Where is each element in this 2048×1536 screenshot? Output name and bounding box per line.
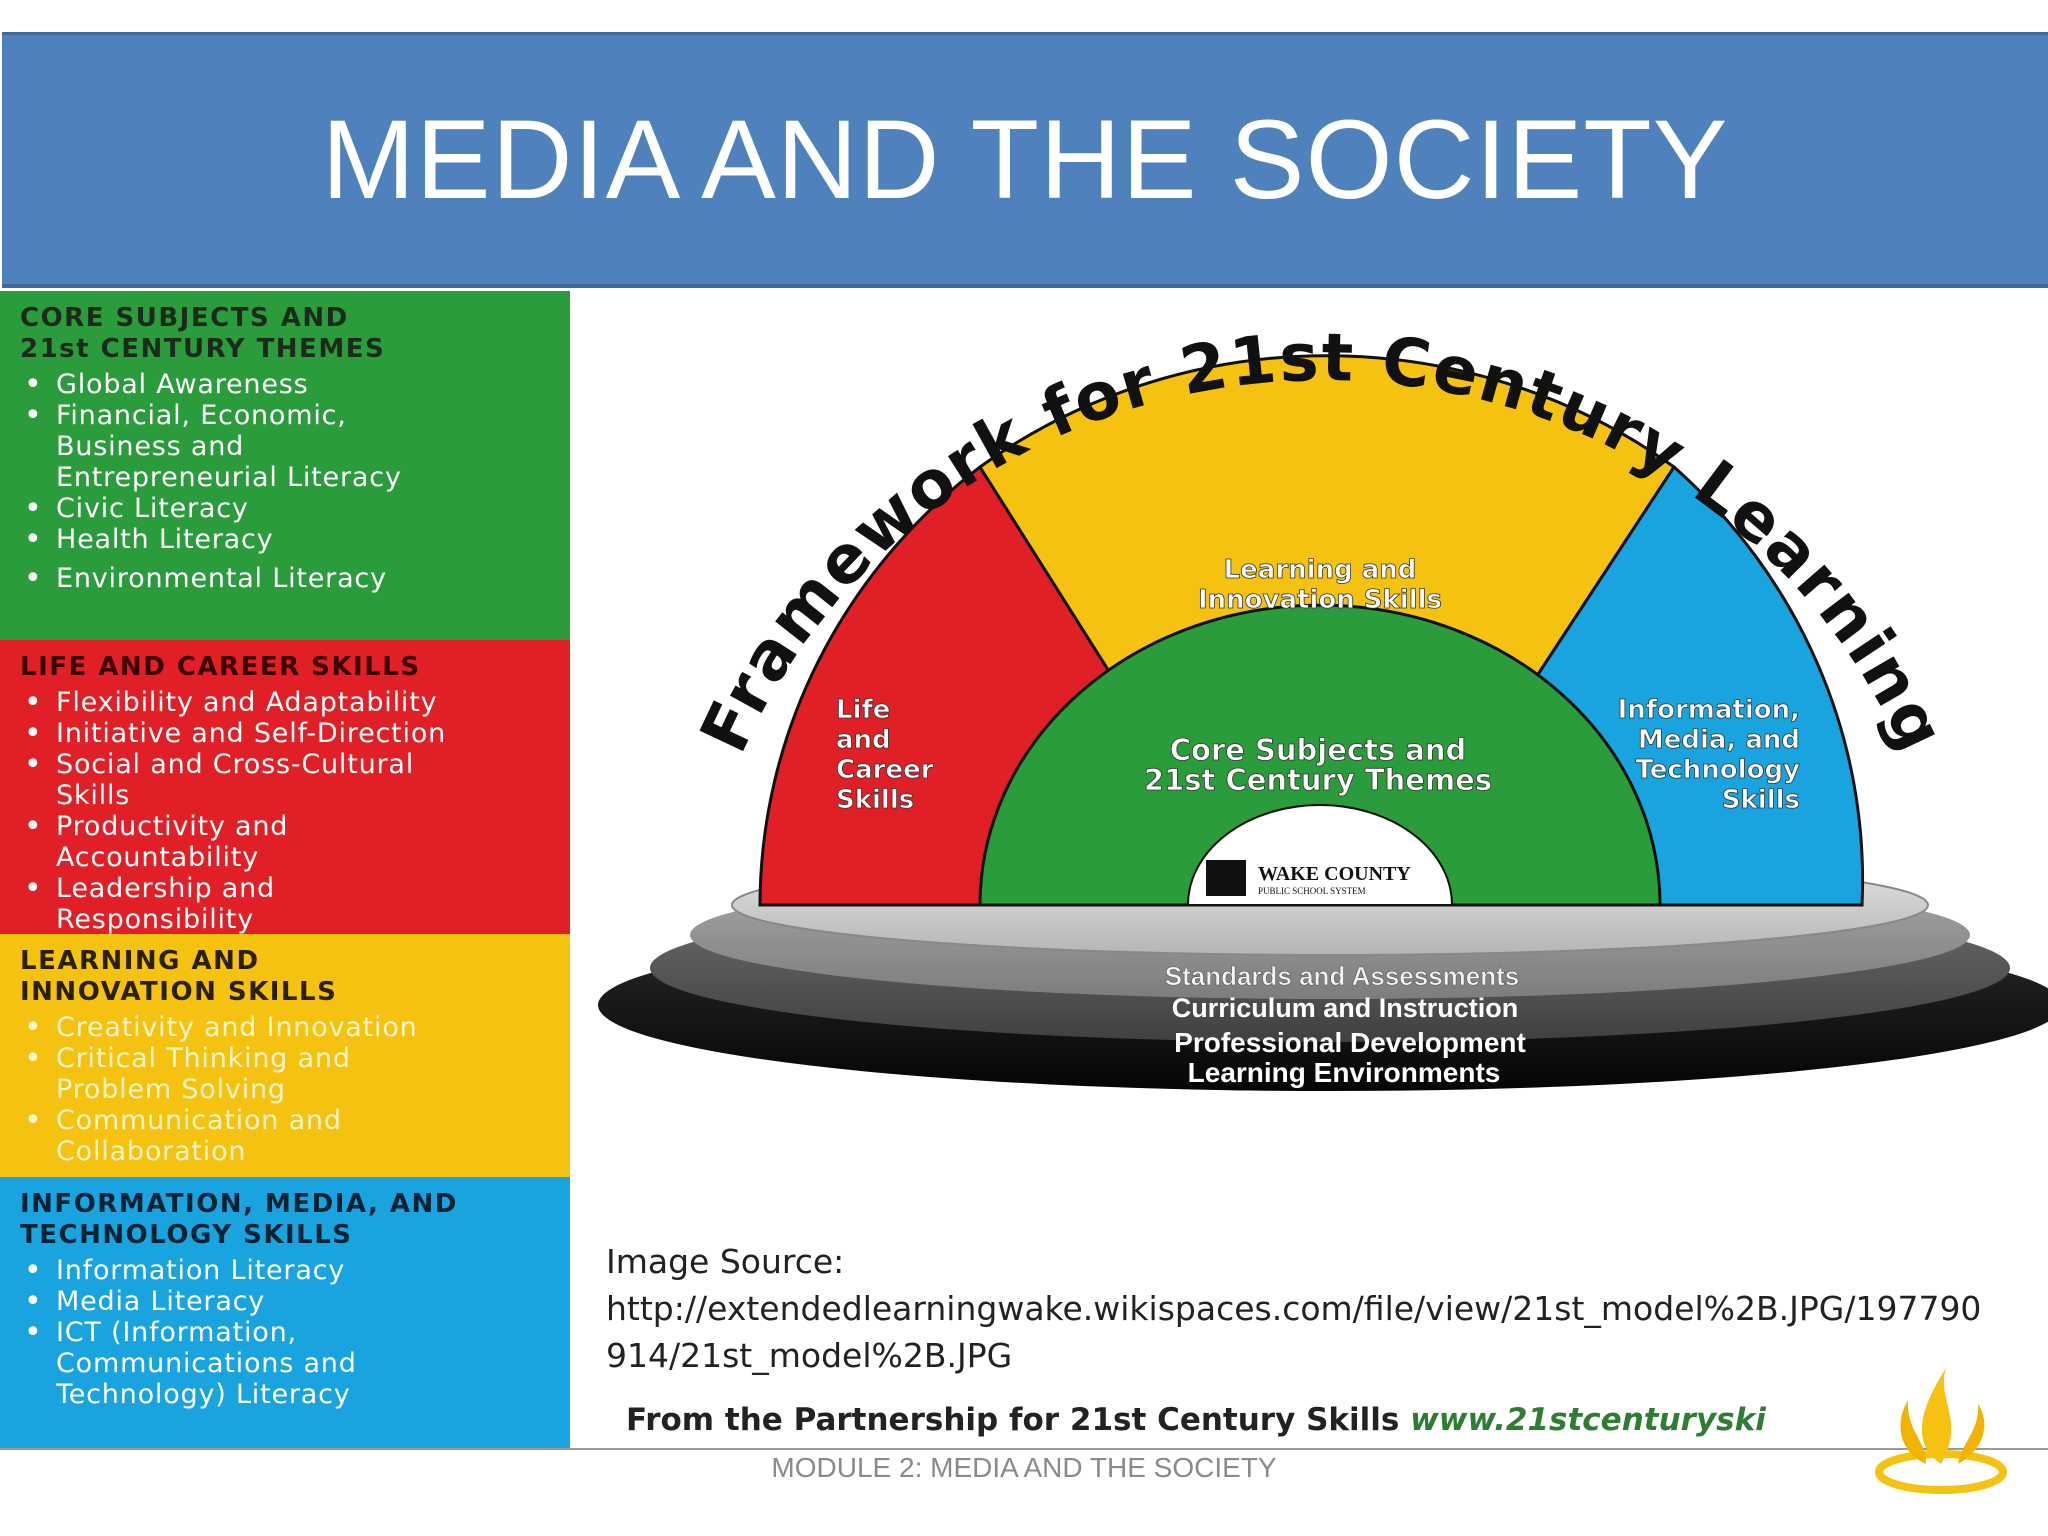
slide-title: MEDIA AND THE SOCIETY bbox=[321, 97, 1729, 222]
list-item: Critical Thinking and Problem Solving bbox=[20, 1043, 552, 1105]
label-life-line-3: Career bbox=[836, 755, 934, 785]
panel-heading: LIFE AND CAREER SKILLS bbox=[20, 652, 421, 682]
label-info-line-2: Media, and bbox=[1638, 725, 1800, 755]
list-item: Creativity and Innovation bbox=[20, 1012, 552, 1043]
support-standards: Standards and Assessments bbox=[1165, 961, 1520, 991]
label-info-line-3: Technology bbox=[1635, 755, 1800, 785]
list-item: Health Literacy bbox=[20, 524, 552, 555]
label-core-line-2: 21st Century Themes bbox=[1144, 763, 1492, 797]
list-item: Financial, Economic, Business and Entrep… bbox=[20, 400, 552, 493]
support-professional: Professional Development bbox=[1174, 1027, 1526, 1058]
wake-county-logo-icon bbox=[1206, 860, 1246, 896]
logo-dome bbox=[1186, 804, 1454, 906]
flame-logo-icon bbox=[1875, 1368, 2007, 1494]
label-learning-line-1: Learning and bbox=[1224, 555, 1417, 585]
framework-diagram: WAKE COUNTY PUBLIC SCHOOL SYSTEM Life an… bbox=[598, 319, 2048, 1091]
panel-heading: INFORMATION, MEDIA, AND TECHNOLOGY SKILL… bbox=[20, 1189, 458, 1250]
panel-heading: CORE SUBJECTS AND 21st CENTURY THEMES bbox=[20, 303, 386, 364]
credit-site: www.21stcenturyski bbox=[1410, 1402, 1766, 1438]
list-item: Initiative and Self-Direction bbox=[20, 718, 552, 749]
label-info-line-4: Skills bbox=[1722, 785, 1800, 815]
credit-line: From the Partnership for 21st Century Sk… bbox=[626, 1402, 1876, 1438]
title-bar: MEDIA AND THE SOCIETY bbox=[2, 32, 2048, 288]
list-item: Social and Cross-Cultural Skills bbox=[20, 749, 552, 811]
slide-footer: MODULE 2: MEDIA AND THE SOCIETY bbox=[771, 1452, 1277, 1483]
footer-divider bbox=[0, 1448, 2048, 1450]
skills-column: CORE SUBJECTS AND 21st CENTURY THEMES Gl… bbox=[0, 291, 570, 1448]
label-life-line-1: Life bbox=[836, 695, 890, 725]
label-core-line-1: Core Subjects and bbox=[1170, 733, 1467, 767]
panel-list: Information Literacy Media Literacy ICT … bbox=[20, 1255, 552, 1410]
list-item: Communication and Collaboration bbox=[20, 1105, 552, 1167]
panel-core-subjects: CORE SUBJECTS AND 21st CENTURY THEMES Gl… bbox=[0, 291, 570, 640]
source-url: http://extendedlearningwake.wikispaces.c… bbox=[606, 1289, 1982, 1375]
support-environments: Learning Environments bbox=[1188, 1057, 1501, 1088]
logo-name: WAKE COUNTY bbox=[1258, 863, 1411, 885]
segment-core-subjects bbox=[978, 603, 1662, 907]
image-source: Image Source: http://extendedlearningwak… bbox=[606, 1238, 1996, 1379]
list-item: Civic Literacy bbox=[20, 493, 552, 524]
credit-prefix: From the Partnership for 21st Century Sk… bbox=[626, 1402, 1411, 1438]
label-info-line-1: Information, bbox=[1618, 695, 1800, 725]
panel-list: Creativity and Innovation Critical Think… bbox=[20, 1012, 552, 1167]
list-item: Leadership and Responsibility bbox=[20, 873, 552, 935]
label-life-line-4: Skills bbox=[836, 785, 914, 815]
source-label: Image Source: bbox=[606, 1242, 845, 1281]
list-item: Environmental Literacy bbox=[20, 563, 552, 594]
panel-list: Global Awareness Financial, Economic, Bu… bbox=[20, 369, 552, 594]
support-curriculum: Curriculum and Instruction bbox=[1172, 993, 1519, 1023]
panel-list: Flexibility and Adaptability Initiative … bbox=[20, 687, 552, 935]
logo-sub: PUBLIC SCHOOL SYSTEM bbox=[1258, 886, 1366, 896]
list-item: ICT (Information, Communications and Tec… bbox=[20, 1317, 552, 1410]
label-learning-line-2: Innovation Skills bbox=[1198, 585, 1442, 615]
list-item: Productivity and Accountability bbox=[20, 811, 552, 873]
label-life-line-2: and bbox=[836, 725, 891, 755]
list-item: Flexibility and Adaptability bbox=[20, 687, 552, 718]
list-item: Information Literacy bbox=[20, 1255, 552, 1286]
panel-life-career: LIFE AND CAREER SKILLS Flexibility and A… bbox=[0, 640, 570, 935]
list-item: Media Literacy bbox=[20, 1286, 552, 1317]
panel-learning-innovation: LEARNING AND INNOVATION SKILLS Creativit… bbox=[0, 934, 570, 1177]
list-item: Global Awareness bbox=[20, 369, 552, 400]
panel-info-media-tech: INFORMATION, MEDIA, AND TECHNOLOGY SKILL… bbox=[0, 1177, 570, 1448]
panel-heading: LEARNING AND INNOVATION SKILLS bbox=[20, 946, 338, 1007]
